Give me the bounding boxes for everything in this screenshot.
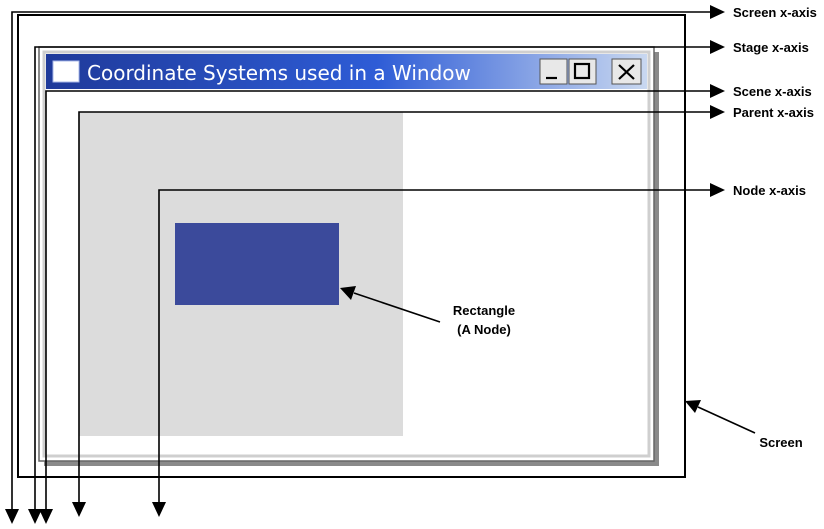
axis-lines	[5, 5, 756, 524]
node-x-axis-label: Node x-axis	[733, 183, 806, 198]
window-title: Coordinate Systems used in a Window	[87, 61, 471, 85]
window-app-icon	[52, 60, 80, 83]
screen-axes	[11, 11, 710, 517]
screen-pointer	[697, 406, 756, 434]
stage-x-arrowhead	[710, 40, 725, 54]
parent-x-axis-label: Parent x-axis	[733, 105, 814, 120]
maximize-icon	[573, 62, 591, 80]
screen-x-arrowhead	[710, 5, 725, 19]
close-icon	[618, 64, 635, 80]
node-y-arrowhead	[152, 502, 166, 517]
screen-label: Screen	[759, 435, 802, 450]
screen-pointer-arrowhead	[685, 400, 701, 413]
stage-y-arrowhead	[28, 509, 42, 524]
screen-x-axis-label: Screen x-axis	[733, 5, 817, 20]
stage-x-axis-label: Stage x-axis	[733, 40, 809, 55]
screen-y-arrowhead	[5, 509, 19, 524]
window-titlebar[interactable]: Coordinate Systems used in a Window	[46, 54, 647, 89]
scene-axes	[45, 90, 710, 517]
screen-boundary	[17, 14, 686, 478]
scene-x-arrowhead	[710, 84, 725, 98]
node-axes	[158, 189, 710, 510]
maximize-button[interactable]	[568, 58, 597, 85]
rectangle-pointer-arrowhead	[340, 286, 356, 300]
rectangle-label-line2: (A Node)	[457, 322, 511, 337]
stage-axes	[34, 46, 710, 517]
minimize-button[interactable]	[539, 58, 568, 85]
scene-x-axis-label: Scene x-axis	[733, 84, 812, 99]
node-x-arrowhead	[710, 183, 725, 197]
close-button[interactable]	[611, 58, 642, 85]
rectangle-pointer	[353, 292, 441, 323]
axis-labels: Screen x-axis Stage x-axis Scene x-axis …	[453, 5, 817, 450]
scene-y-arrowhead	[39, 509, 53, 524]
parent-x-arrowhead	[710, 105, 725, 119]
stage-window: Coordinate Systems used in a Window	[38, 46, 659, 466]
parent-y-arrowhead	[72, 502, 86, 517]
parent-axes	[78, 111, 710, 510]
node-rectangle	[175, 223, 339, 305]
rectangle-label-line1: Rectangle	[453, 303, 515, 318]
